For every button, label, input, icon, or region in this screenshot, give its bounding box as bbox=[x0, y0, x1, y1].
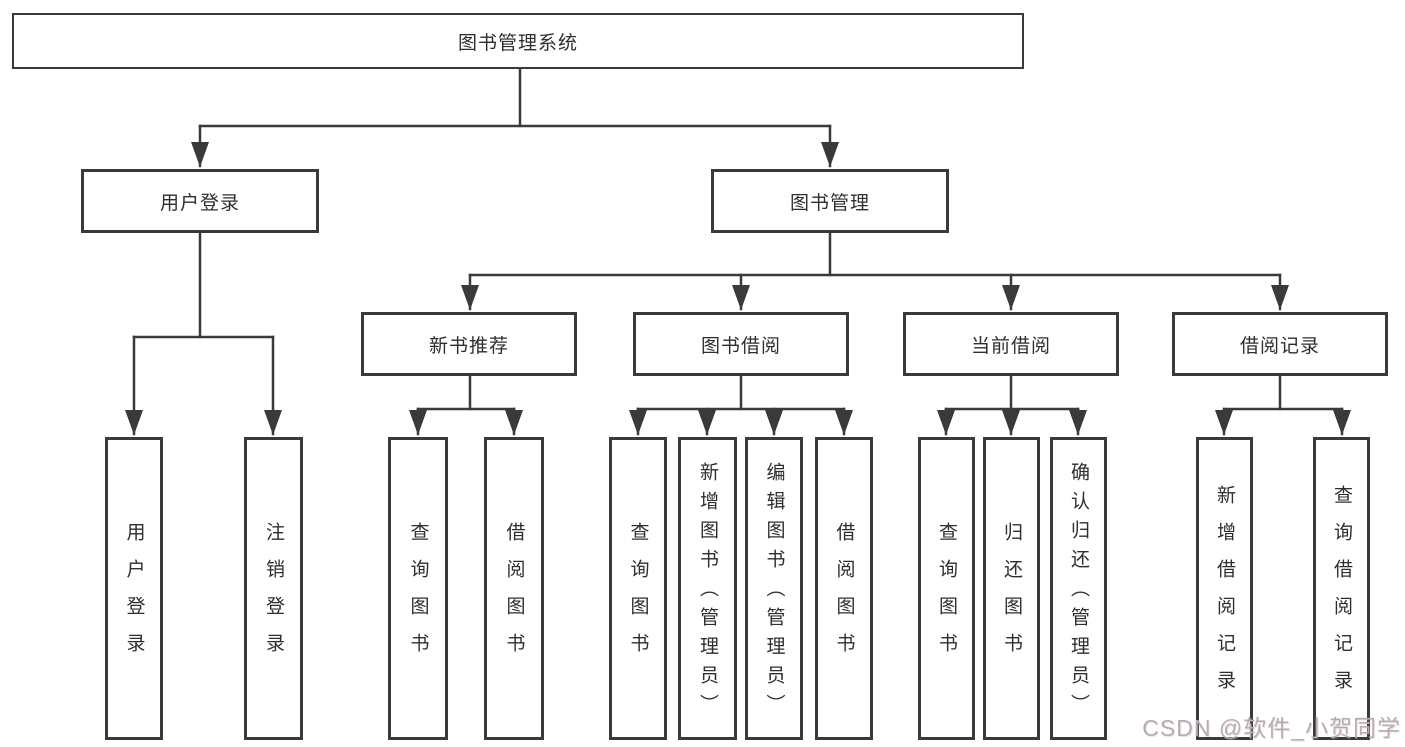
leaf-query-borrow-record: 查询借阅记录 bbox=[1313, 437, 1370, 740]
leaf-borrow-books-2: 借阅图书 bbox=[815, 437, 873, 740]
node-book-management: 图书管理 bbox=[711, 169, 949, 233]
leaf-query-books-2: 查询图书 bbox=[609, 437, 667, 740]
node-borrow-records: 借阅记录 bbox=[1172, 312, 1388, 376]
connector-book-mgmt-to-level3 bbox=[461, 231, 1289, 311]
connector-book-borrow-children bbox=[629, 374, 853, 436]
csdn-watermark: CSDN @软件_小贺同学 bbox=[1142, 715, 1401, 741]
leaf-confirm-return-admin: 确认归还（管理员） bbox=[1050, 437, 1107, 740]
leaf-edit-books-admin: 编辑图书（管理员） bbox=[745, 437, 803, 740]
node-book-borrow: 图书借阅 bbox=[633, 312, 849, 376]
node-library-management-system: 图书管理系统 bbox=[12, 13, 1024, 69]
node-current-borrow: 当前借阅 bbox=[903, 312, 1119, 376]
connector-borrow-records-children bbox=[1215, 374, 1351, 436]
leaf-add-books-admin: 新增图书（管理员） bbox=[678, 437, 737, 740]
leaf-add-borrow-record: 新增借阅记录 bbox=[1196, 437, 1253, 740]
leaf-borrow-books-1: 借阅图书 bbox=[484, 437, 544, 740]
node-new-book-recommend: 新书推荐 bbox=[361, 312, 577, 376]
leaf-query-books-3: 查询图书 bbox=[918, 437, 975, 740]
connector-new-books-children bbox=[409, 374, 523, 436]
connector-root-to-level2 bbox=[191, 66, 839, 168]
leaf-query-books-1: 查询图书 bbox=[388, 437, 448, 740]
connector-current-borrow-children bbox=[937, 374, 1087, 436]
leaf-return-books: 归还图书 bbox=[983, 437, 1040, 740]
leaf-logout: 注销登录 bbox=[244, 437, 303, 740]
node-user-login: 用户登录 bbox=[81, 169, 319, 233]
leaf-user-login: 用户登录 bbox=[105, 437, 163, 740]
connector-user-login-children bbox=[125, 231, 282, 436]
